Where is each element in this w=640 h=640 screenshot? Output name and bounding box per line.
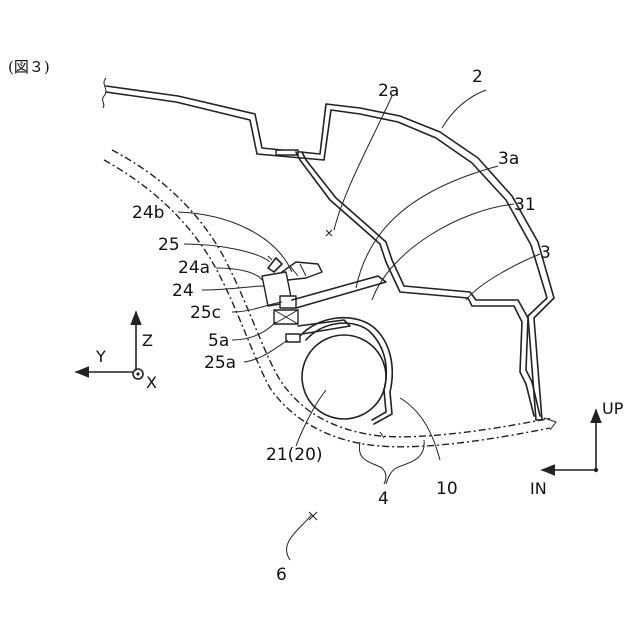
label-25: 25 xyxy=(158,235,180,255)
label-24a: 24a xyxy=(178,258,210,278)
inner-panel-part-3 xyxy=(296,152,540,416)
axis-label-y: Y xyxy=(95,347,106,366)
label-21-20: 21(20) xyxy=(266,445,323,465)
label-3: 3 xyxy=(540,243,551,263)
label-5a: 5a xyxy=(208,331,229,351)
axis-label-z: Z xyxy=(142,331,153,350)
axes-zyx: Z Y X xyxy=(76,312,157,392)
label-2: 2 xyxy=(472,67,483,87)
label-31: 31 xyxy=(514,195,536,215)
label-24: 24 xyxy=(172,281,194,301)
axes-up-in: UP IN xyxy=(530,399,624,498)
label-4: 4 xyxy=(378,489,389,509)
label-25a: 25a xyxy=(204,353,236,373)
direction-label-in: IN xyxy=(530,479,547,498)
label-25c: 25c xyxy=(190,303,221,323)
part-labels: 2 2a 3a 31 3 24b 25 24a 24 25c 5a 25a 21… xyxy=(132,67,551,585)
figure-caption: (図３) xyxy=(8,58,50,76)
direction-label-up: UP xyxy=(602,399,624,418)
label-3a: 3a xyxy=(498,149,519,169)
label-10: 10 xyxy=(436,479,458,499)
axis-label-x: X xyxy=(146,373,157,392)
label-2a: 2a xyxy=(378,81,399,101)
label-24b: 24b xyxy=(132,203,164,223)
label-6: 6 xyxy=(276,565,287,585)
